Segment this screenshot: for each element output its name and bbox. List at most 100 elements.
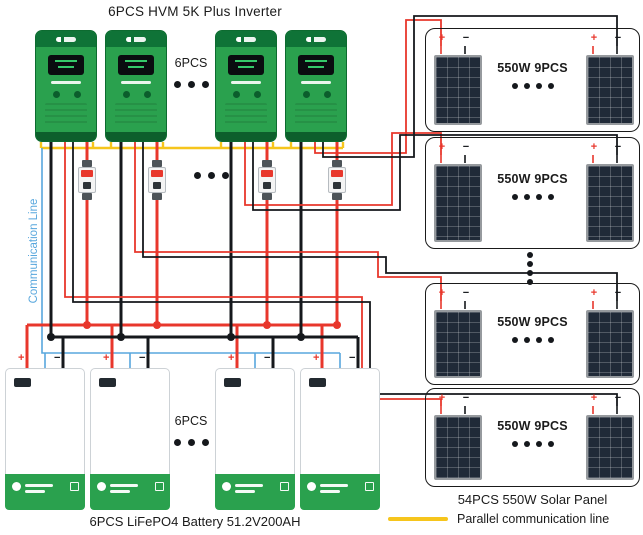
- battery-display: [99, 378, 116, 387]
- parallel-comm-wire: [39, 142, 345, 150]
- battery-negative-label: −: [349, 352, 356, 364]
- inverter-base: [216, 132, 276, 141]
- battery-positive-label: +: [313, 352, 320, 364]
- legend: Parallel communication line: [388, 512, 609, 526]
- battery: + −: [215, 352, 295, 510]
- battery-positive-wire: [25, 142, 339, 368]
- inverter-button: [254, 91, 261, 98]
- pv-positive-label: +: [438, 141, 446, 153]
- brand-logo-icon: [236, 36, 256, 42]
- pv-positive-label: +: [590, 141, 598, 153]
- breaker-lever: [263, 182, 271, 189]
- pv-positive-label: +: [438, 392, 446, 404]
- panel-group-label: 550W 9PCS: [497, 419, 568, 434]
- inverter-base: [106, 132, 166, 141]
- ellipsis-dots: [169, 439, 213, 446]
- breaker-lever: [333, 182, 341, 189]
- breaker-lever: [153, 182, 161, 189]
- battery-label-square: [280, 482, 289, 491]
- brand-logo-icon: [56, 36, 76, 42]
- panel-group-label: 550W 9PCS: [497, 172, 568, 187]
- breaker-terminal: [332, 193, 342, 200]
- inverter-button: [324, 91, 331, 98]
- inverter-button: [74, 91, 81, 98]
- inverter: [215, 30, 277, 142]
- circuit-breaker: [327, 160, 347, 200]
- pv-positive-label: +: [590, 392, 598, 404]
- inverter-button: [303, 91, 310, 98]
- pv-negative-label: −: [614, 287, 622, 299]
- battery: + −: [90, 352, 170, 510]
- panel-group-center: 550W 9PCS: [478, 315, 587, 343]
- breaker-terminal: [332, 160, 342, 167]
- breaker-lever: [83, 182, 91, 189]
- inverter: [35, 30, 97, 142]
- solar-panel: [586, 310, 634, 378]
- inverter-vents: [45, 103, 87, 127]
- battery-display: [224, 378, 241, 387]
- communication-line-label: Communication Line: [28, 198, 40, 304]
- battery-label-square: [70, 482, 79, 491]
- pv-positive-label: +: [590, 32, 598, 44]
- panel-group-label: 550W 9PCS: [497, 60, 568, 75]
- circuit-breaker: [77, 160, 97, 200]
- battery-negative-wire: [49, 142, 360, 368]
- battery-positive-label: +: [228, 352, 235, 364]
- breaker-terminal: [152, 193, 162, 200]
- inverter-base: [286, 132, 346, 141]
- inverter-display: [118, 55, 154, 75]
- pv-negative-label: −: [462, 392, 470, 404]
- breaker-body: [148, 167, 166, 193]
- brand-logo-icon: [306, 36, 326, 42]
- battery-title: 6PCS LiFePO4 Battery 51.2V200AH: [89, 514, 301, 529]
- solar-panel: [586, 164, 634, 242]
- brand-text-line: [235, 484, 263, 487]
- solar-panel-title: 54PCS 550W Solar Panel: [457, 492, 608, 507]
- inverter-display: [228, 55, 264, 75]
- solar-panel: [586, 415, 634, 480]
- inverter-button: [233, 91, 240, 98]
- pv-positive-label: +: [590, 287, 598, 299]
- inverter-vents: [295, 103, 337, 127]
- battery-display: [14, 378, 31, 387]
- battery-brand-band: [215, 474, 295, 510]
- panel-group-center: 550W 9PCS: [478, 172, 587, 201]
- breaker-terminal: [262, 193, 272, 200]
- circuit-breaker: [147, 160, 167, 200]
- brand-logo-icon: [12, 482, 21, 491]
- inverter-title: 6PCS HVM 5K Plus Inverter: [108, 4, 282, 19]
- communication-wire: [41, 148, 341, 368]
- inverter: [105, 30, 167, 142]
- brand-logo-icon: [97, 482, 106, 491]
- battery-display: [309, 378, 326, 387]
- battery: + −: [5, 352, 85, 510]
- pv-terminal-stub-positive: [440, 46, 594, 414]
- breaker-terminal: [262, 160, 272, 167]
- inverter-model-text: [301, 81, 331, 84]
- inverter-vents: [225, 103, 267, 127]
- yellow-line-icon: [388, 517, 448, 521]
- inverter: [285, 30, 347, 142]
- inverter-display: [298, 55, 334, 75]
- solar-panel: [434, 55, 482, 125]
- brand-logo-icon: [222, 482, 231, 491]
- battery-brand-band: [300, 474, 380, 510]
- solar-panel-group: + − + − 550W 9PCS: [425, 28, 640, 132]
- positive-junction-dots: [83, 321, 341, 329]
- inverter-display: [48, 55, 84, 75]
- battery-count-group: 6PCS: [169, 414, 213, 446]
- solar-panel-group: + − + − 550W 9PCS: [425, 137, 640, 249]
- solar-panel: [434, 415, 482, 480]
- battery-label-square: [365, 482, 374, 491]
- brand-text-line: [25, 490, 45, 493]
- battery-negative-label: −: [264, 352, 271, 364]
- pv-positive-wire: [64, 19, 442, 406]
- brand-text-line: [320, 484, 348, 487]
- pv-negative-label: −: [614, 141, 622, 153]
- battery-negative-label: −: [54, 352, 61, 364]
- inverter-count-label: 6PCS: [174, 56, 208, 70]
- pv-negative-label: −: [614, 392, 622, 404]
- ellipsis-dots: [478, 82, 587, 89]
- inverter-model-text: [231, 81, 261, 84]
